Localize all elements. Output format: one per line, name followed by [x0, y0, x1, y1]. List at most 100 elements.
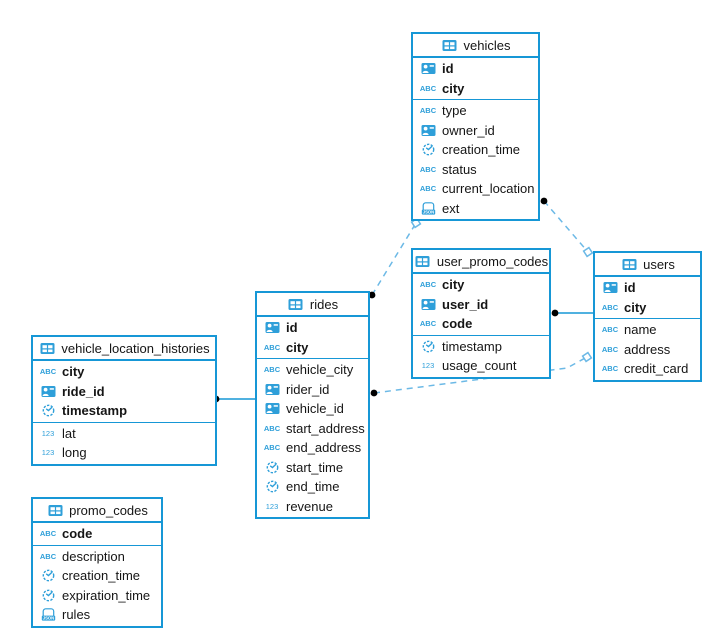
field-row-vehicle_city[interactable]: ABC vehicle_city: [257, 360, 368, 380]
table-title: vehicle_location_histories: [61, 340, 210, 356]
field-row-id[interactable]: id: [595, 278, 700, 298]
table-header-vehicle_location_histories[interactable]: vehicle_location_histories: [33, 337, 215, 361]
field-row-ride_id[interactable]: ride_id: [33, 382, 215, 402]
clock-icon: [39, 569, 57, 582]
field-name: expiration_time: [62, 587, 151, 603]
id-card-icon: [263, 383, 281, 396]
field-name: ride_id: [62, 383, 105, 399]
field-row-vehicle_id[interactable]: vehicle_id: [257, 399, 368, 419]
field-name: start_time: [286, 459, 344, 475]
number-123-icon: 123: [421, 361, 435, 371]
field-name: code: [62, 526, 93, 542]
field-name: id: [442, 61, 454, 77]
field-row-id[interactable]: id: [257, 318, 368, 338]
field-row-timestamp[interactable]: timestamp: [33, 401, 215, 421]
id-card-icon: [263, 402, 281, 415]
table-header-user_promo_codes[interactable]: user_promo_codes: [413, 250, 549, 274]
abc-string-icon: ABC: [419, 106, 437, 116]
field-name: status: [442, 161, 477, 177]
svg-text:JSON: JSON: [422, 209, 433, 214]
clock-icon: [419, 143, 437, 156]
abc-string-icon: ABC: [263, 365, 281, 375]
number-123-icon: 123: [41, 448, 55, 458]
table-title: user_promo_codes: [436, 253, 549, 269]
abc-string-icon: ABC: [263, 342, 281, 352]
json-document-icon: JSON: [419, 201, 437, 215]
abc-string-icon: ABC: [419, 184, 437, 194]
abc-string-icon: ABC: [39, 367, 57, 377]
field-name: city: [62, 364, 85, 380]
field-name: revenue: [286, 498, 333, 514]
field-row-owner_id[interactable]: owner_id: [413, 121, 538, 141]
relationship-line-vehicles-rides[interactable]: [371, 222, 417, 296]
field-name: creation_time: [442, 142, 521, 158]
field-row-start_time[interactable]: start_time: [257, 458, 368, 478]
clock-icon: [263, 461, 281, 474]
abc-string-icon: ABC: [39, 551, 57, 561]
relationship-line-vehicles-users[interactable]: [543, 200, 589, 253]
field-name: creation_time: [62, 568, 141, 584]
connection-endpoint-dot: [370, 389, 378, 397]
table-header-promo_codes[interactable]: promo_codes: [33, 499, 161, 523]
field-row-id[interactable]: id: [413, 59, 538, 79]
field-row-timestamp[interactable]: timestamp: [413, 337, 549, 357]
abc-string-icon: ABC: [419, 319, 437, 329]
table-title: users: [643, 256, 675, 272]
field-name: name: [624, 322, 657, 338]
relationship-line-rides-users[interactable]: [373, 356, 588, 394]
field-name: rider_id: [286, 381, 330, 397]
table-header-users[interactable]: users: [595, 253, 700, 277]
field-row-code[interactable]: ABC code: [413, 314, 549, 334]
field-name: city: [442, 277, 465, 293]
field-row-rider_id[interactable]: rider_id: [257, 380, 368, 400]
field-name: end_time: [286, 479, 340, 495]
abc-string-icon: ABC: [601, 344, 619, 354]
field-row-creation_time[interactable]: creation_time: [413, 140, 538, 160]
table-title: promo_codes: [69, 502, 148, 518]
field-row-creation_time[interactable]: creation_time: [33, 566, 161, 586]
connection-endpoint-diamond: [582, 246, 594, 258]
abc-string-icon: ABC: [601, 302, 619, 312]
table-icon: [38, 342, 56, 355]
table-header-vehicles[interactable]: vehicles: [413, 34, 538, 58]
field-row-address[interactable]: ABC address: [595, 340, 700, 360]
field-name: vehicle_city: [286, 362, 354, 378]
table-icon: [414, 255, 432, 268]
field-row-end_time[interactable]: end_time: [257, 477, 368, 497]
abc-string-icon: ABC: [263, 443, 281, 453]
field-name: code: [442, 316, 473, 332]
field-row-city[interactable]: ABC city: [33, 362, 215, 382]
field-row-user_id[interactable]: user_id: [413, 295, 549, 315]
field-name: address: [624, 341, 671, 357]
field-row-expiration_time[interactable]: expiration_time: [33, 586, 161, 606]
table-header-rides[interactable]: rides: [257, 293, 368, 317]
